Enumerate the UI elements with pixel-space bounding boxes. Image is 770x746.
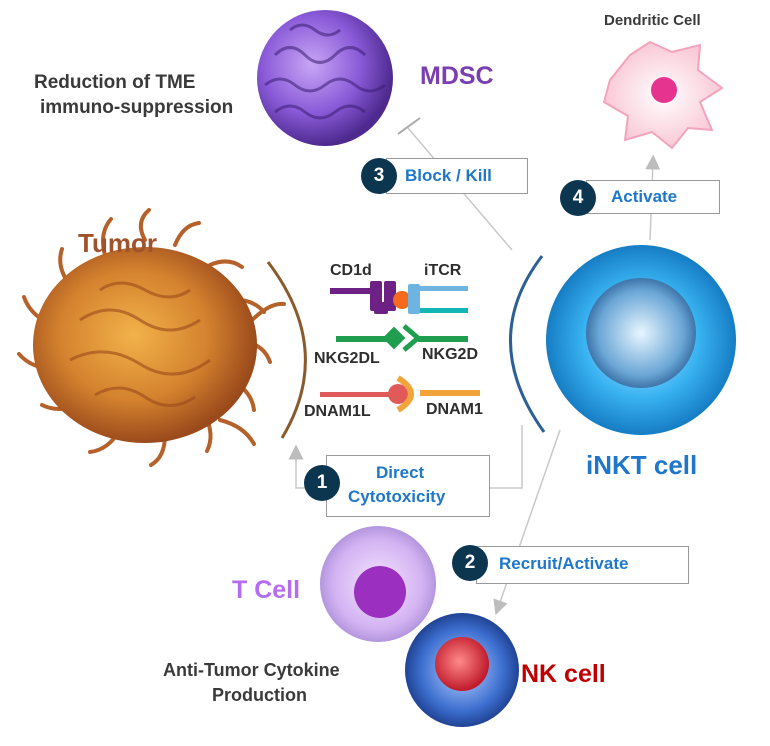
nk-cell-label: NK cell [521, 660, 606, 688]
step-2-badge: 2 [452, 545, 488, 581]
tumor-cell-icon [17, 208, 286, 467]
step-1-label-line1: Direct [376, 463, 425, 482]
step-4-badge: 4 [560, 180, 596, 216]
step-1-badge: 1 [304, 465, 340, 501]
tme-note-line1: Reduction of TME [34, 72, 196, 93]
cd1d-itcr-pair [330, 281, 468, 314]
step-3-badge: 3 [361, 158, 397, 194]
inkt-membrane-arc [509, 255, 546, 433]
tumor-label: Tumor [78, 228, 157, 258]
nkg2dl-nkg2d-pair [336, 324, 468, 352]
step-3-box [386, 158, 528, 194]
t-cell-icon [320, 526, 436, 642]
inkt-cell-icon [546, 245, 736, 435]
dnam1l-label: DNAM1L [304, 403, 371, 420]
mdsc-block-bar [397, 117, 421, 135]
cd1d-label: CD1d [330, 262, 372, 279]
step-2-box [476, 546, 689, 584]
step-4-label: Activate [611, 187, 678, 206]
tumor-membrane-arc [266, 261, 307, 439]
dnam1-label: DNAM1 [426, 401, 483, 418]
tme-note-line2: immuno-suppression [40, 97, 234, 118]
step-3-label: Block / Kill [405, 166, 492, 185]
mdsc-label: MDSC [420, 62, 494, 90]
step-1-box [326, 455, 490, 517]
nkg2d-label: NKG2D [422, 346, 479, 363]
dendritic-cell-label: Dendritic Cell [604, 12, 701, 29]
t-cell-label: T Cell [232, 576, 301, 604]
step-4-box [586, 180, 720, 214]
nkg2dl-label: NKG2DL [314, 350, 380, 367]
nk-cell-icon [405, 613, 519, 727]
dnam1l-dnam1-pair [320, 375, 480, 413]
cytokine-note-line2: Production [212, 685, 307, 705]
mdsc-cell-icon [257, 10, 393, 146]
dendritic-cell-icon [602, 40, 724, 150]
cytokine-note-line1: Anti-Tumor Cytokine [163, 660, 340, 680]
itcr-label: iTCR [424, 262, 462, 279]
step-1-label-line2: Cytotoxicity [348, 487, 446, 506]
inkt-cell-label: iNKT cell [586, 450, 698, 480]
step-2-label: Recruit/Activate [499, 554, 629, 573]
